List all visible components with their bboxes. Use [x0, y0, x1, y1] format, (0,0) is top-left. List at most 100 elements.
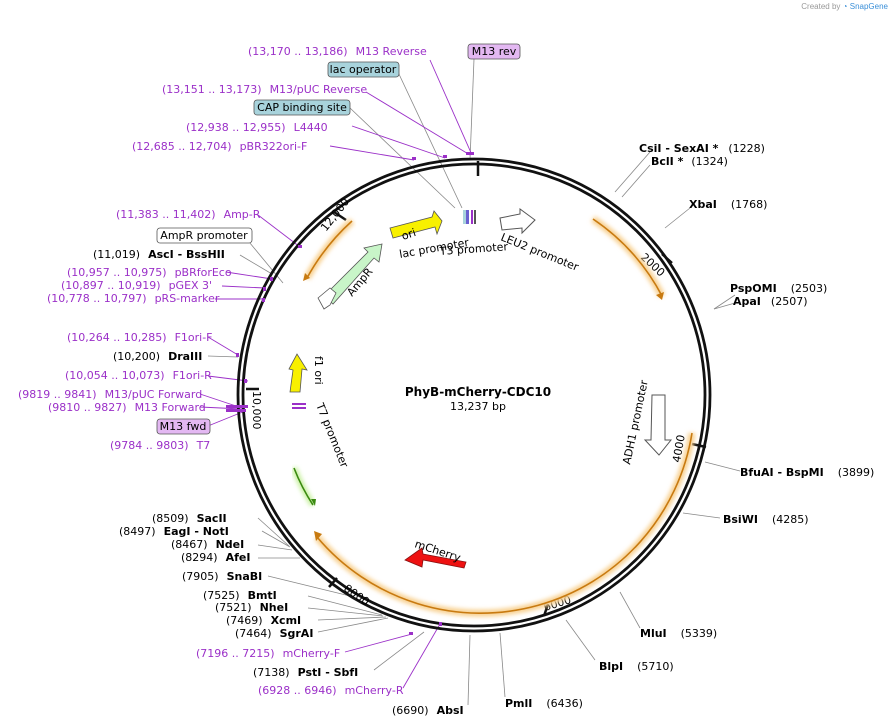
enzyme-label: PmlI (6436) [505, 697, 583, 710]
enzyme-pos: (7905) [182, 570, 219, 583]
enzyme-extra: - SbfI [321, 666, 358, 679]
enzyme-name: AscI [148, 248, 174, 261]
leu2-promoter-arrow-icon [499, 208, 536, 235]
enzyme-name: XbaI [689, 198, 717, 211]
enzyme-pos: (8467) [171, 538, 208, 551]
enzyme-label: BsiWI(4285) [723, 513, 809, 526]
enzyme-label: ApaI(2507) [733, 295, 807, 308]
primer-range: (10,957 .. 10,975) [67, 266, 167, 279]
enzyme-name: NheI [260, 601, 289, 614]
primer-label: (12,938 .. 12,955)L4440 [186, 121, 328, 134]
enzyme-label: (8509)SacII [152, 512, 227, 525]
enzyme-name: DraIII [168, 350, 202, 363]
primer-range: (12,938 .. 12,955) [186, 121, 286, 134]
feature-label-t7-promoter: T7 promoter [313, 400, 351, 470]
enzyme-label: (8467) NdeI [171, 538, 244, 551]
primer-range: (10,264 .. 10,285) [67, 331, 167, 344]
enzyme-label: (7469)XcmI [226, 614, 301, 627]
ampr-arrow-icon [323, 243, 383, 305]
enzyme-pos: (7525) [203, 589, 240, 602]
primer-range: (10,897 .. 10,919) [61, 279, 161, 292]
primer-range: (13,170 .. 13,186) [248, 45, 348, 58]
primer-label: (10,264 .. 10,285) F1ori-F [67, 331, 213, 344]
enzyme-label: CsiI - SexAI *(1228) [639, 142, 765, 155]
enzyme-extra: - BssHII [174, 248, 225, 261]
enzyme-name: BclI * [651, 155, 684, 168]
enzyme-pos: (6436) [546, 697, 583, 710]
mcherry-arrow-icon [404, 547, 467, 569]
primer-name: F1ori-F [175, 331, 213, 344]
t7-mark-b [292, 407, 306, 409]
primer-label: (11,383 .. 11,402)Amp-R [116, 208, 261, 221]
enzyme-pos: (1324) [691, 155, 728, 168]
t3-promoter-mark [474, 210, 476, 224]
enzyme-label: (10,200) DraIII [113, 350, 202, 363]
cap-site-mark [466, 210, 469, 224]
enzyme-label: BlpI(5710) [599, 660, 674, 673]
adh1-promoter-arrow-icon [643, 394, 673, 456]
snapgene-logo-icon: ◔ [842, 2, 848, 11]
box-label-lac-operator: lac operator [330, 63, 397, 76]
tick-label: 10,000 [250, 391, 263, 430]
lac-operator-mark [463, 210, 466, 224]
enzyme-label: (7525)BmtI [203, 589, 277, 602]
enzyme-pos: (7464) [235, 627, 272, 640]
enzyme-label: (11,019) AscI - BssHII [93, 248, 225, 261]
features [288, 208, 673, 569]
enzyme-name: SnaBI [227, 570, 263, 583]
primer-range: (13,151 .. 13,173) [162, 83, 262, 96]
primer-name: M13 Forward [135, 401, 206, 414]
enzyme-pos: (11,019) [93, 248, 140, 261]
feature-label-t3-promoter: T3 promoter [438, 240, 508, 258]
enzyme-pos: (6690) [392, 704, 429, 717]
enzyme-name: BlpI [599, 660, 623, 673]
primer-name: pBRforEco [175, 266, 232, 279]
box-label-m13-rev: M13 rev [472, 45, 517, 58]
enzyme-pos: (3899) [838, 466, 875, 479]
enzyme-pos: (10,200) [113, 350, 160, 363]
credit-prefix: Created by [801, 2, 841, 11]
enzyme-label: (8294) AfeI [181, 551, 250, 564]
snapgene-credit: Created by ◔ SnapGene [801, 2, 888, 11]
primer-label: (6928 .. 6946)mCherry-R [258, 684, 404, 697]
enzyme-extra: - SexAI * [661, 142, 718, 155]
enzyme-pos: (1768) [731, 198, 768, 211]
primer-name: M13/pUC Forward [105, 388, 203, 401]
primer-leader-lines [199, 59, 473, 689]
enzyme-name: AfeI [226, 551, 251, 564]
enzyme-label: MluI(5339) [640, 627, 717, 640]
enzyme-label: BfuAI - BspMI(3899) [740, 466, 874, 479]
enzyme-pos: (7521) [215, 601, 252, 614]
credit-brand: SnapGene [849, 2, 888, 11]
primer-name: M13/pUC Reverse [270, 83, 368, 96]
enzyme-name: PspOMI [730, 282, 777, 295]
box-label-m13-fwd: M13 fwd [160, 420, 207, 433]
primer-range: (9819 .. 9841) [18, 388, 97, 401]
primer-name: F1ori-R [173, 369, 213, 382]
primer-label: (9819 .. 9841) M13/pUC Forward [18, 388, 202, 401]
primer-range: (7196 .. 7215) [196, 647, 275, 660]
feature-label-ori: ori [400, 226, 418, 243]
enzyme-name: PstI [298, 666, 322, 679]
primer-range: (11,383 .. 11,402) [116, 208, 216, 221]
ampr-promoter-arrow-icon [317, 287, 337, 310]
primer-name: M13 Reverse [356, 45, 427, 58]
enzyme-pos: (7138) [253, 666, 290, 679]
box-label-ampr-promoter: AmpR promoter [160, 229, 248, 242]
plasmid-name: PhyB-mCherry-CDC10 [405, 385, 551, 399]
enzyme-extra: - NotI [190, 525, 228, 538]
ori-arrow-icon [389, 210, 443, 239]
enzyme-name: NdeI [216, 538, 245, 551]
backbone-outer [236, 157, 712, 633]
feature-label-f1-ori: f1 ori [312, 356, 325, 385]
enzyme-pos: (8294) [181, 551, 218, 564]
enzyme-label-group-left: (6690)AbsI (7138)PstI - SbfI (7464)SgrAI… [93, 248, 464, 717]
primer-range: (6928 .. 6946) [258, 684, 337, 697]
primer-range: (9784 .. 9803) [110, 439, 189, 452]
primer-label: (10,897 .. 10,919)pGEX 3' [61, 279, 212, 292]
enzyme-label: (7138) PstI - SbfI [253, 666, 358, 679]
enzyme-name: PmlI [505, 697, 532, 710]
orf-arcs [291, 216, 696, 617]
enzyme-name: MluI [640, 627, 667, 640]
t7-mark-a [292, 403, 306, 405]
